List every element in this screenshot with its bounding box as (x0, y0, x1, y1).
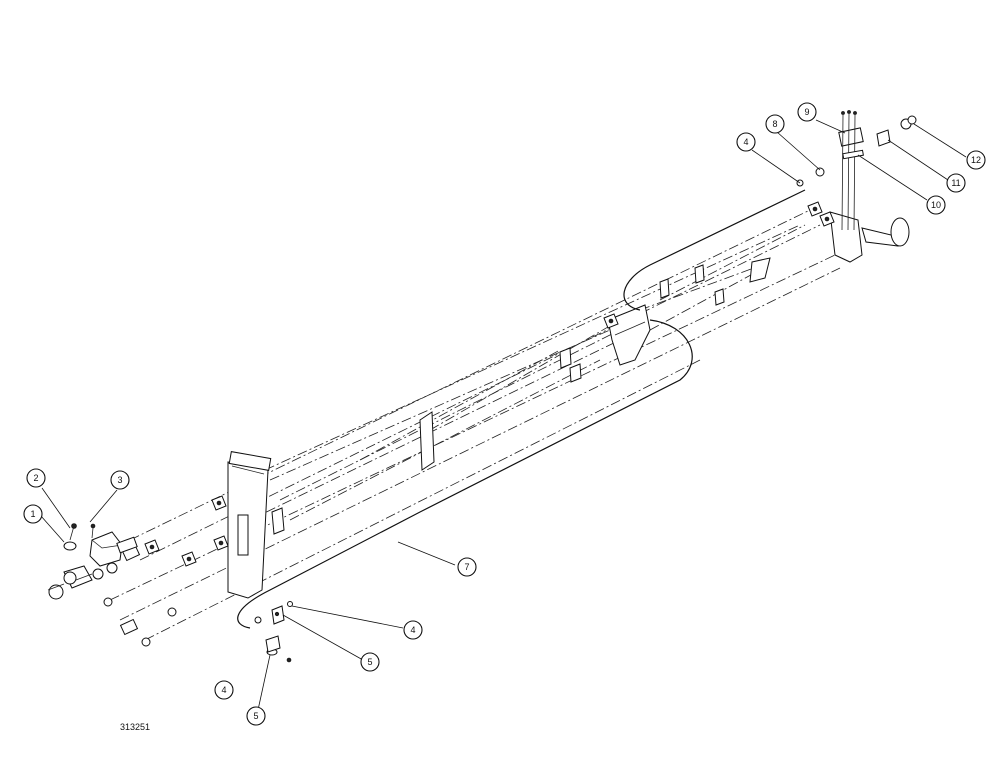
nozzle-bodies (144, 201, 835, 567)
callout-12: 12 (966, 150, 986, 170)
callout-7: 7 (457, 557, 477, 577)
svg-text:1: 1 (30, 509, 35, 519)
callout-5-bottom: 5 (246, 706, 266, 726)
svg-text:2: 2 (33, 473, 38, 483)
callout-3: 3 (110, 470, 130, 490)
callout-balloons: 1 2 3 4 4 4 5 5 7 8 9 10 11 12 (23, 102, 986, 726)
callout-11: 11 (946, 173, 966, 193)
svg-text:5: 5 (367, 657, 372, 667)
svg-text:4: 4 (743, 137, 748, 147)
hardware (63, 110, 917, 663)
callout-4-bottom: 4 (214, 680, 234, 700)
svg-text:8: 8 (772, 119, 777, 129)
boom-frame (103, 209, 910, 647)
callout-2: 2 (26, 468, 46, 488)
svg-text:7: 7 (464, 562, 469, 572)
hose (237, 189, 806, 629)
callout-4-right: 4 (403, 620, 423, 640)
svg-text:4: 4 (410, 625, 415, 635)
callout-5-right: 5 (360, 652, 380, 672)
svg-text:9: 9 (804, 107, 809, 117)
svg-text:3: 3 (117, 475, 122, 485)
callout-4-top: 4 (736, 132, 756, 152)
svg-text:4: 4 (221, 685, 226, 695)
leader-lines (40, 119, 967, 711)
svg-text:11: 11 (951, 178, 960, 188)
valve-assembly (47, 531, 138, 600)
callout-10: 10 (926, 195, 946, 215)
svg-text:10: 10 (931, 200, 941, 210)
svg-text:12: 12 (971, 155, 981, 165)
callout-8: 8 (765, 114, 785, 134)
callout-9: 9 (797, 102, 817, 122)
svg-text:5: 5 (253, 711, 258, 721)
drawing-number: 313251 (120, 722, 151, 732)
callout-1: 1 (23, 504, 43, 524)
